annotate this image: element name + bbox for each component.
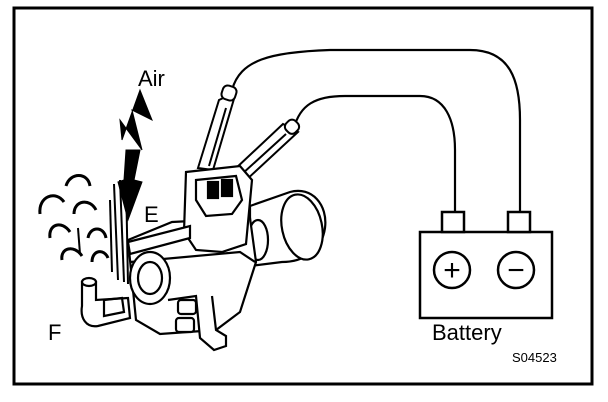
positive-lead-wire bbox=[292, 94, 457, 212]
port-f-label: F bbox=[48, 320, 61, 345]
air-label: Air bbox=[138, 66, 165, 91]
port-f-nipple bbox=[80, 276, 132, 328]
probe-negative bbox=[196, 84, 238, 172]
positive-symbol: + bbox=[443, 254, 461, 287]
negative-symbol-circle bbox=[496, 250, 536, 290]
positive-terminal bbox=[440, 210, 466, 234]
port-e-pipe bbox=[126, 224, 192, 256]
air-flow-arrow bbox=[109, 88, 153, 285]
positive-symbol-circle bbox=[432, 250, 472, 290]
battery bbox=[418, 210, 554, 320]
negative-symbol: − bbox=[507, 254, 525, 287]
negative-lead-wire bbox=[230, 48, 522, 212]
negative-terminal bbox=[506, 210, 532, 234]
air-puffs bbox=[38, 174, 110, 263]
figure-code: S04523 bbox=[512, 350, 557, 365]
battery-label: Battery bbox=[432, 320, 502, 345]
vacuum-switching-valve bbox=[126, 164, 327, 352]
port-e-label: E bbox=[144, 202, 159, 227]
test-leads bbox=[230, 48, 522, 212]
